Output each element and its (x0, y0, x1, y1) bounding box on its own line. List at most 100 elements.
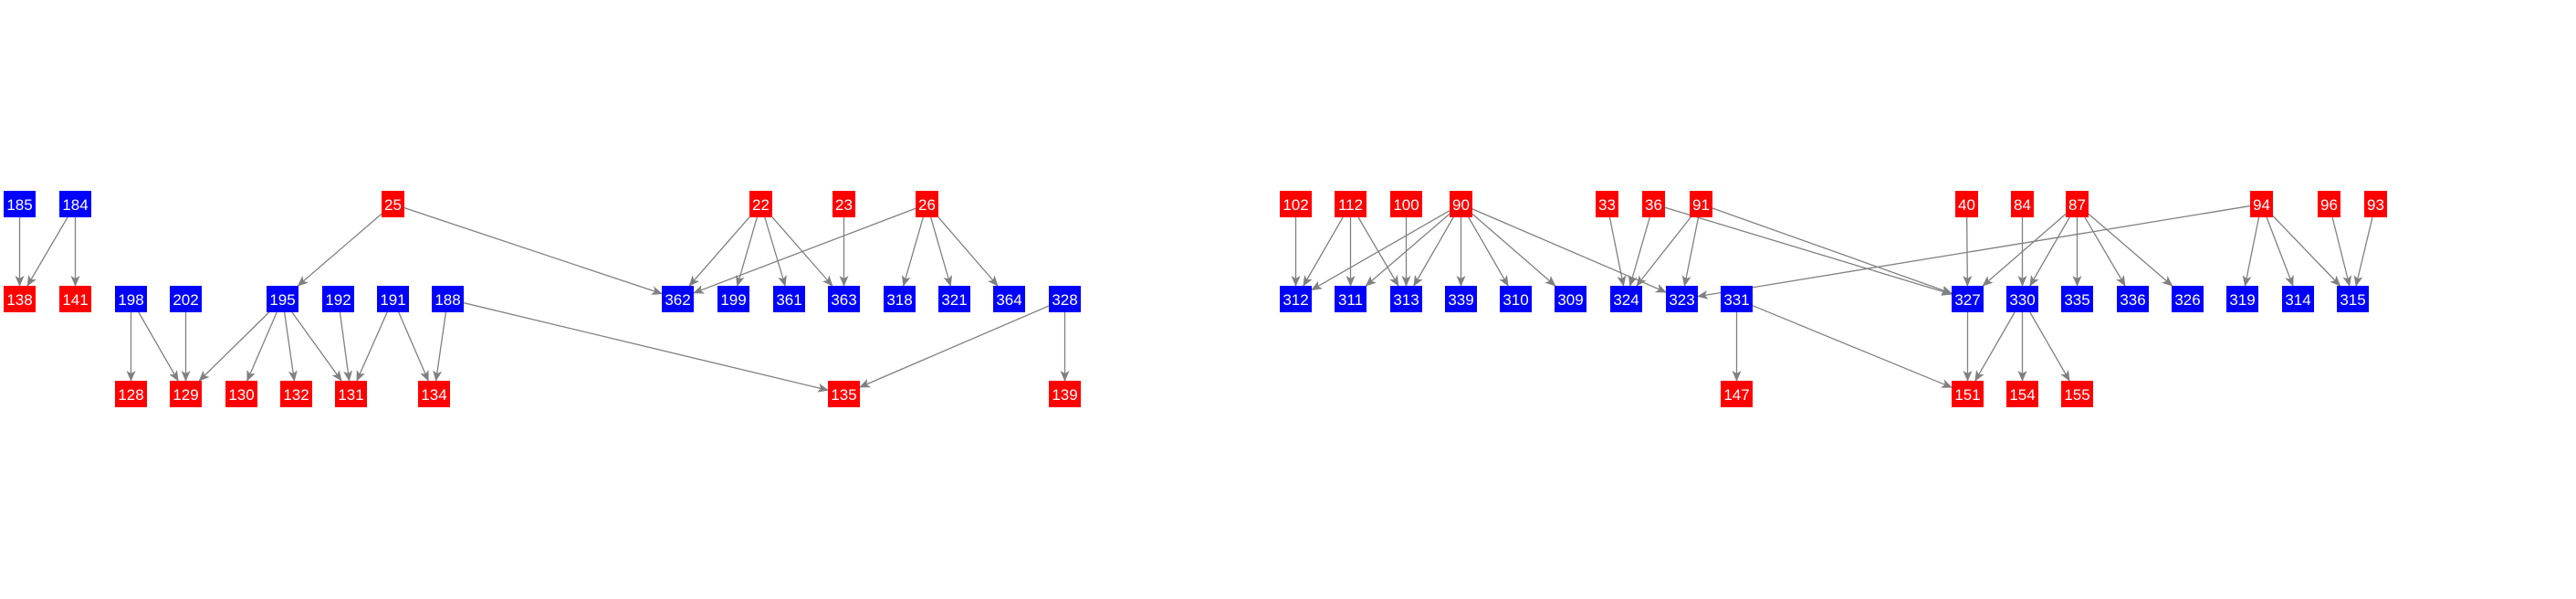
node-202[interactable]: 202 (170, 286, 202, 312)
node-199[interactable]: 199 (717, 286, 749, 312)
node-22[interactable]: 22 (749, 191, 772, 217)
node-label: 131 (338, 386, 363, 404)
node-195[interactable]: 195 (267, 286, 298, 312)
node-328[interactable]: 328 (1049, 286, 1081, 312)
node-312[interactable]: 312 (1280, 286, 1312, 312)
node-331[interactable]: 331 (1721, 286, 1753, 312)
edge-191-134 (398, 311, 429, 382)
node-129[interactable]: 129 (170, 381, 202, 407)
node-361[interactable]: 361 (773, 286, 805, 312)
node-label: 90 (1452, 196, 1470, 214)
node-336[interactable]: 336 (2117, 286, 2149, 312)
node-139[interactable]: 139 (1049, 381, 1081, 407)
node-label: 184 (62, 196, 88, 214)
node-box (1450, 191, 1472, 217)
node-box (1280, 286, 1312, 312)
node-box (2282, 286, 2314, 312)
edge-195-132 (283, 311, 298, 382)
node-314[interactable]: 314 (2282, 286, 2314, 312)
node-25[interactable]: 25 (382, 191, 404, 217)
node-335[interactable]: 335 (2061, 286, 2093, 312)
node-324[interactable]: 324 (1610, 286, 1642, 312)
node-box (2250, 191, 2273, 217)
node-91[interactable]: 91 (1690, 191, 1712, 217)
node-188[interactable]: 188 (432, 286, 464, 312)
node-36[interactable]: 36 (1642, 191, 1665, 217)
node-label: 33 (1598, 196, 1616, 214)
node-label: 87 (2068, 196, 2086, 214)
node-87[interactable]: 87 (2066, 191, 2089, 217)
node-130[interactable]: 130 (225, 381, 257, 407)
node-147[interactable]: 147 (1721, 381, 1753, 407)
node-box (1555, 286, 1586, 312)
node-96[interactable]: 96 (2318, 191, 2340, 217)
node-label: 130 (228, 386, 254, 404)
node-184[interactable]: 184 (59, 191, 91, 217)
edge-330-155 (2029, 311, 2070, 382)
node-311[interactable]: 311 (1335, 286, 1367, 312)
node-326[interactable]: 326 (2172, 286, 2204, 312)
node-131[interactable]: 131 (335, 381, 367, 407)
node-label: 202 (173, 291, 198, 309)
node-151[interactable]: 151 (1952, 381, 1984, 407)
node-label: 310 (1503, 291, 1528, 309)
node-313[interactable]: 313 (1390, 286, 1422, 312)
node-label: 309 (1557, 291, 1583, 309)
edge-87-327 (1982, 213, 2067, 287)
node-label: 84 (2014, 196, 2031, 214)
node-363[interactable]: 363 (828, 286, 860, 312)
node-box (2337, 286, 2369, 312)
node-315[interactable]: 315 (2337, 286, 2369, 312)
node-132[interactable]: 132 (280, 381, 312, 407)
node-321[interactable]: 321 (938, 286, 970, 312)
node-112[interactable]: 112 (1335, 191, 1367, 217)
edge-96-315 (2331, 216, 2352, 287)
node-94[interactable]: 94 (2250, 191, 2273, 217)
node-label: 96 (2320, 196, 2338, 214)
node-label: 132 (283, 386, 309, 404)
node-191[interactable]: 191 (377, 286, 409, 312)
node-40[interactable]: 40 (1955, 191, 1978, 217)
node-box (1049, 286, 1081, 312)
node-319[interactable]: 319 (2226, 286, 2258, 312)
node-box (1335, 286, 1367, 312)
node-198[interactable]: 198 (115, 286, 147, 312)
node-323[interactable]: 323 (1666, 286, 1698, 312)
edge-26-364 (937, 216, 999, 287)
node-141[interactable]: 141 (59, 286, 91, 312)
node-135[interactable]: 135 (828, 381, 860, 407)
node-label: 25 (384, 196, 402, 214)
node-93[interactable]: 93 (2364, 191, 2387, 217)
node-128[interactable]: 128 (115, 381, 147, 407)
node-155[interactable]: 155 (2061, 381, 2093, 407)
node-box (1390, 286, 1422, 312)
node-364[interactable]: 364 (993, 286, 1025, 312)
node-box (1610, 286, 1642, 312)
node-327[interactable]: 327 (1952, 286, 1984, 312)
node-box (2006, 286, 2038, 312)
node-309[interactable]: 309 (1555, 286, 1586, 312)
node-26[interactable]: 26 (916, 191, 938, 217)
node-23[interactable]: 23 (832, 191, 855, 217)
node-185[interactable]: 185 (4, 191, 36, 217)
node-102[interactable]: 102 (1280, 191, 1312, 217)
edge-33-324 (1608, 216, 1627, 287)
node-label: 363 (831, 291, 856, 309)
node-310[interactable]: 310 (1500, 286, 1532, 312)
node-192[interactable]: 192 (322, 286, 354, 312)
node-84[interactable]: 84 (2011, 191, 2034, 217)
edge-331-151 (1752, 305, 1953, 388)
node-330[interactable]: 330 (2006, 286, 2038, 312)
node-339[interactable]: 339 (1445, 286, 1477, 312)
edge-36-327 (1664, 206, 1953, 296)
node-362[interactable]: 362 (662, 286, 694, 312)
node-100[interactable]: 100 (1390, 191, 1422, 217)
node-134[interactable]: 134 (418, 381, 450, 407)
node-90[interactable]: 90 (1450, 191, 1472, 217)
node-138[interactable]: 138 (4, 286, 36, 312)
edge-93-315 (2353, 216, 2373, 287)
node-label: 335 (2064, 291, 2089, 309)
node-318[interactable]: 318 (884, 286, 916, 312)
node-33[interactable]: 33 (1596, 191, 1618, 217)
node-154[interactable]: 154 (2006, 381, 2038, 407)
